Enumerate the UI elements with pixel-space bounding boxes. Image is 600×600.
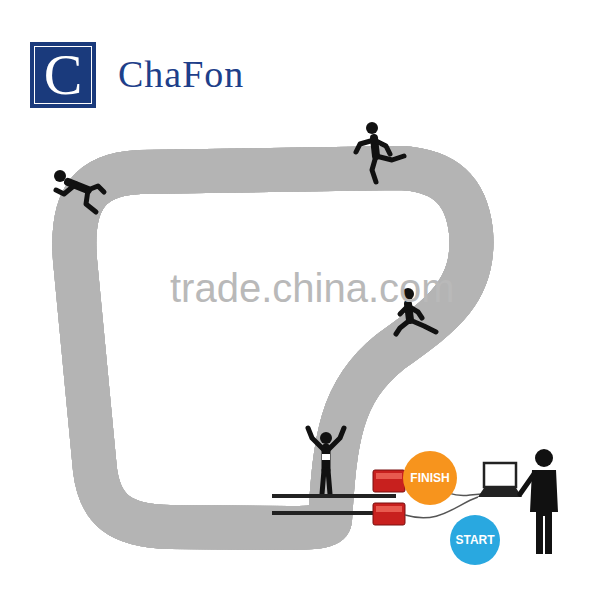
timing-mat xyxy=(272,494,396,498)
running-track xyxy=(74,168,471,528)
lane-line xyxy=(74,168,471,528)
reader-lid xyxy=(376,506,402,512)
lane-line xyxy=(74,168,471,528)
track-surface xyxy=(74,168,471,528)
reader-case xyxy=(373,470,405,492)
operator-figure xyxy=(520,449,558,554)
reader-case xyxy=(373,503,405,525)
rfid-readers xyxy=(373,470,405,525)
finisher-figure xyxy=(308,428,344,494)
track-edge xyxy=(74,168,471,528)
laptop xyxy=(478,463,522,497)
laptop-screen xyxy=(484,463,516,487)
reader-lid xyxy=(376,473,402,479)
laptop-base xyxy=(478,488,522,497)
runner-figure xyxy=(356,122,404,182)
finish-circle-text: FINISH xyxy=(410,472,449,484)
watermark: trade.china.com xyxy=(170,266,455,310)
runner-figure xyxy=(54,170,104,212)
start-circle-text: START xyxy=(455,534,494,546)
logo-mark: C xyxy=(30,42,96,108)
track-surface xyxy=(74,168,471,528)
start-circle: START xyxy=(450,515,500,565)
circle-fill xyxy=(450,515,500,565)
brand-name: ChaFon xyxy=(118,54,244,96)
track-surface xyxy=(74,168,471,528)
finish-circle: FINISH xyxy=(403,451,457,505)
circle-fill xyxy=(403,451,457,505)
logo-mark-text: C xyxy=(44,46,83,104)
